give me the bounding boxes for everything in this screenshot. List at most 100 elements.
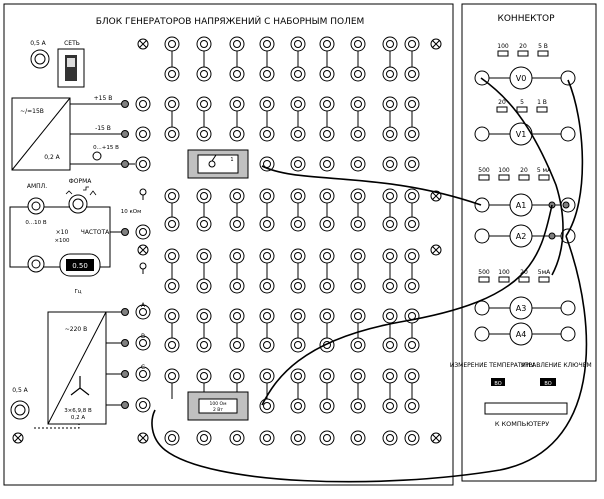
socket-hole-icon [263,252,271,260]
form-label: ФОРМА [69,178,93,185]
meter-output-socket[interactable] [560,326,576,342]
resistor-module-face [198,398,238,414]
socket-hole-icon [386,312,394,320]
patch-wire-a2-to-neutral [151,235,588,483]
socket-hole-icon [263,40,271,48]
three-phase-fuse-cap-icon [14,404,26,416]
socket-hole-icon [408,192,416,200]
range-jack[interactable] [518,174,530,181]
socket-hole-icon [200,434,208,442]
socket-hole-icon [354,402,362,410]
three-phase-block-label: ~220 В [65,326,88,333]
socket-hole-icon [200,252,208,260]
socket-hole-icon [323,100,331,108]
range-jack[interactable] [517,50,529,57]
socket-hole-icon [354,160,362,168]
range-label: 5 В [538,43,548,50]
socket-hole-icon [263,434,271,442]
meter-dial [509,322,533,346]
three-phase-link-line [34,424,80,429]
meter-label: A4 [516,330,527,339]
socket-hole-icon [408,372,416,380]
dc-adjust-label: 0...+15 В [93,145,119,151]
multiplier-knob-cap-icon [31,259,41,269]
socket-hole-icon [200,100,208,108]
socket-hole-icon [233,282,241,290]
key-control-port[interactable] [540,378,556,386]
socket-hole-icon [294,220,302,228]
input-socket-hole-icon [139,228,147,236]
meter-output-socket[interactable] [560,126,576,142]
ground-cross-icon [137,432,149,444]
socket-hole-icon [233,220,241,228]
ground-cross-icon [137,244,149,256]
socket-hole-icon [323,70,331,78]
range-jack[interactable] [496,106,508,113]
key-control-port-value: ВО [544,381,551,387]
socket-hole-icon [323,252,331,260]
phase-a-terminal[interactable] [121,308,129,316]
ground-symbol-icon [139,188,147,274]
range-jack[interactable] [518,276,530,283]
range-jack[interactable] [537,50,549,57]
socket-hole-icon [386,402,394,410]
range-jack[interactable] [498,276,510,283]
meter-label: V0 [516,74,527,83]
meter-output-socket[interactable] [560,300,576,316]
ground-cross-icon [12,432,24,444]
meter-input-socket[interactable] [474,300,490,316]
socket-hole-icon [233,192,241,200]
range-jack[interactable] [478,276,490,283]
socket-hole-icon [386,434,394,442]
meter-input-socket[interactable] [474,326,490,342]
socket-hole-icon [263,70,271,78]
dc-adjust-knob[interactable] [92,151,102,161]
socket-hole-icon [408,434,416,442]
dc-adjust-terminal[interactable] [121,160,129,168]
meter-input-socket[interactable] [474,228,490,244]
phase-c-terminal[interactable] [121,370,129,378]
range-jack[interactable] [516,106,528,113]
socket-hole-icon [294,402,302,410]
socket-hole-icon [294,130,302,138]
dc-plus-terminal[interactable] [121,100,129,108]
socket-hole-icon [323,130,331,138]
meter-output-socket[interactable] [560,70,576,86]
resistor-value: 100 Ом [210,401,227,407]
phase-b-terminal[interactable] [121,339,129,347]
socket-hole-icon [354,130,362,138]
socket-hole-icon [200,220,208,228]
meter-input-socket[interactable] [474,197,490,213]
right-panel-title: КОННЕКТОР [497,14,555,24]
range-jack[interactable] [538,174,550,181]
amplitude-knob-cap-icon [31,201,41,211]
dc-source-current-label: 0,2 А [44,154,60,161]
meter-label: V1 [516,130,527,139]
amplitude-range-label: 0...10 В [25,220,46,226]
socket-hole-icon [354,70,362,78]
range-jack[interactable] [498,174,510,181]
socket-hole-icon [408,160,416,168]
socket-hole-icon [408,100,416,108]
fuse-cap-icon [34,53,46,65]
input-socket-hole-icon [139,401,147,409]
frequency-unit-label: Гц [74,289,81,295]
fgen-output-terminal[interactable] [121,228,129,236]
socket-hole-icon [323,434,331,442]
range-jack[interactable] [538,276,550,283]
temperature-port-value: ВО [494,381,501,387]
meter-input-socket[interactable] [474,126,490,142]
dc-source-diagonal [11,97,71,171]
socket-hole-icon [168,252,176,260]
range-jack[interactable] [536,106,548,113]
patch-wires [151,77,588,483]
range-jack[interactable] [478,174,490,181]
temperature-port[interactable] [491,378,505,386]
computer-port[interactable] [484,402,568,415]
socket-hole-icon [294,312,302,320]
range-jack[interactable] [497,50,509,57]
neutral-terminal[interactable] [121,401,129,409]
dc-minus-terminal[interactable] [121,130,129,138]
socket-hole-icon [263,282,271,290]
socket-hole-icon [354,192,362,200]
